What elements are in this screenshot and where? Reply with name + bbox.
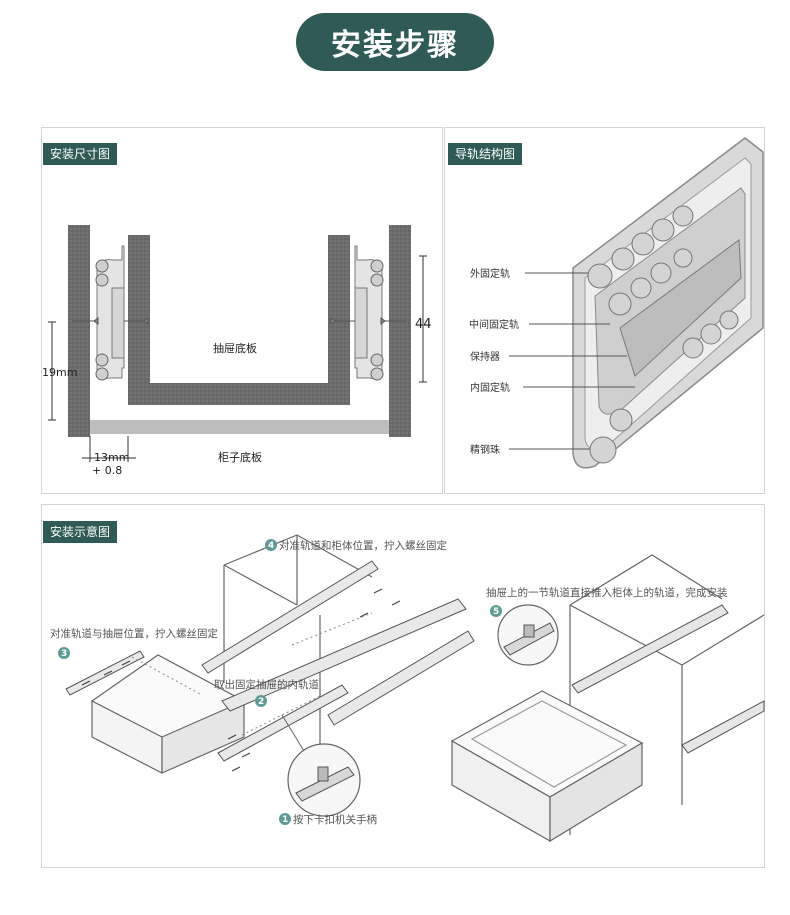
label-cabinet-bottom: 柜子底板 bbox=[218, 450, 262, 464]
label-drawer-bottom: 抽屉底板 bbox=[213, 341, 257, 355]
step-text-1: 按下卡扣机关手柄 bbox=[293, 813, 377, 826]
screws bbox=[81, 588, 401, 772]
detail-magnifier-5 bbox=[497, 604, 559, 666]
right-slide-rail bbox=[330, 245, 407, 381]
steel-balls-middle bbox=[608, 248, 693, 316]
svg-text:3: 3 bbox=[61, 649, 67, 659]
cabinet-rails bbox=[65, 560, 475, 762]
dimension-19mm bbox=[48, 321, 56, 421]
inner-rail bbox=[619, 239, 742, 377]
label-tolerance: + 0.8 bbox=[92, 464, 122, 477]
label-13mm: 13mm bbox=[94, 451, 129, 464]
step-text-3: 对准轨道与抽屉位置，拧入螺丝固定 bbox=[50, 627, 218, 640]
install-diagram-tag: 安装示意图 bbox=[43, 521, 118, 543]
cabinet-bottom-board bbox=[90, 420, 389, 434]
label-outer-rail: 外固定轨 bbox=[470, 267, 510, 280]
svg-text:5: 5 bbox=[493, 607, 499, 617]
step-badge-3: 3 bbox=[58, 647, 70, 659]
detail-magnifier bbox=[281, 714, 361, 817]
steel-balls-lower bbox=[589, 310, 739, 464]
rail-structure-panel: 导轨结构图 bbox=[444, 127, 765, 494]
install-diagram-drawing: 4 对准轨道和柜体位置，拧入螺丝固定 对准轨道与抽屉位置，拧入螺丝固定 3 取出… bbox=[50, 534, 765, 843]
drawer-outline bbox=[128, 235, 350, 405]
right-cabinet-rail bbox=[571, 604, 729, 694]
install-diagram-panel: 安装示意图 bbox=[41, 504, 765, 868]
label-retainer: 保持器 bbox=[470, 350, 500, 363]
svg-text:4: 4 bbox=[268, 541, 274, 551]
page-title: 安装步骤 bbox=[296, 13, 494, 71]
rail-structure-tag: 导轨结构图 bbox=[448, 143, 523, 165]
left-slide-rail bbox=[72, 245, 149, 381]
label-inner-rail: 内固定轨 bbox=[470, 381, 510, 394]
guide-lines bbox=[131, 612, 373, 736]
label-middle-rail: 中间固定轨 bbox=[469, 318, 519, 331]
cabinet-wall-left bbox=[68, 225, 90, 437]
dimension-13mm bbox=[82, 436, 136, 462]
size-diagram-tag: 安装尺寸图 bbox=[43, 143, 118, 165]
dimension-44 bbox=[419, 255, 427, 383]
cabinet-wall-right bbox=[389, 225, 411, 437]
step-badge-2: 2 bbox=[255, 695, 267, 707]
step-text-5: 抽屉上的一节轨道直接推入柜体上的轨道，完成安装 bbox=[486, 586, 728, 599]
step-badge-1: 1 bbox=[279, 813, 291, 825]
svg-text:1: 1 bbox=[282, 815, 288, 825]
label-steel-balls: 精钢珠 bbox=[470, 443, 500, 456]
step-text-4: 对准轨道和柜体位置，拧入螺丝固定 bbox=[279, 539, 447, 552]
step-badge-5: 5 bbox=[490, 605, 502, 617]
size-diagram-panel: 安装尺寸图 bbox=[41, 127, 443, 494]
label-44: 44 bbox=[415, 317, 432, 332]
drawer-right bbox=[450, 690, 644, 843]
label-19mm: 19mm bbox=[42, 366, 77, 379]
size-diagram-drawing: 19mm 44 13mm + 0.8 抽屉底板 柜子底板 bbox=[42, 225, 432, 477]
steel-balls-top bbox=[587, 205, 694, 289]
step-text-2: 取出固定抽屉的内轨道 bbox=[214, 678, 319, 691]
drawer-left bbox=[90, 654, 246, 774]
rail-structure-drawing: 外固定轨 中间固定轨 保持器 内固定轨 精钢珠 bbox=[469, 137, 764, 469]
svg-text:2: 2 bbox=[258, 697, 264, 707]
step-badge-4: 4 bbox=[265, 539, 277, 551]
